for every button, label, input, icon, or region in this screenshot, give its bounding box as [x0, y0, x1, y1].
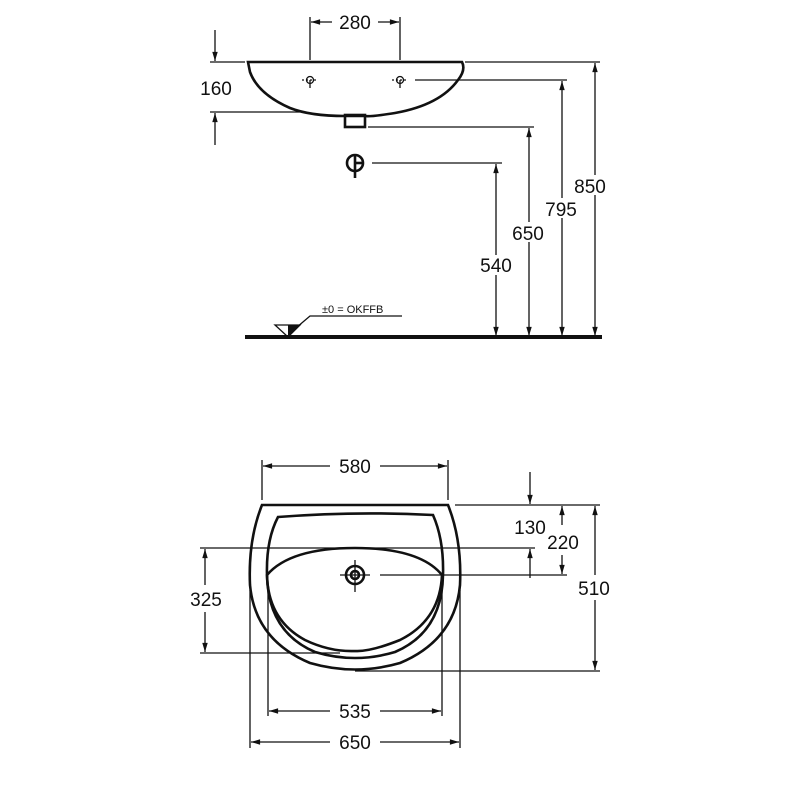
dim-label: 535 [339, 702, 371, 723]
dim-325: 325 [190, 549, 340, 654]
dim-label: 280 [339, 13, 371, 34]
side-view: 280 160 850 795 650 540 ±0 = OKFFB [200, 13, 606, 339]
top-view: 580 130 220 510 325 535 650 [190, 457, 610, 754]
dim-label: 130 [514, 518, 546, 539]
dim-580: 580 [261, 457, 449, 500]
dim-160: 160 [200, 30, 300, 145]
dim-650: 650 [368, 126, 544, 337]
dim-label: 850 [574, 177, 606, 198]
drain-symbol [340, 560, 370, 592]
floor-reference-marker: ±0 = OKFFB [273, 304, 402, 338]
drain-outlet [343, 113, 367, 129]
dim-label: 795 [545, 200, 577, 221]
dim-280: 280 [309, 13, 401, 60]
dim-540: 540 [372, 162, 512, 337]
dim-130: 130 [200, 472, 600, 578]
dim-label: 325 [190, 590, 222, 611]
dim-label: 540 [480, 256, 512, 277]
dim-label: 160 [200, 79, 232, 100]
dim-650-width: 650 [249, 590, 461, 754]
dim-label: 580 [339, 457, 371, 478]
dim-220: 220 [380, 506, 579, 576]
dim-label: 650 [339, 733, 371, 754]
dim-label: 650 [512, 224, 544, 245]
tap-hole-left [302, 75, 318, 88]
basin-side-profile [246, 60, 465, 118]
dim-535: 535 [267, 590, 443, 723]
dim-795: 795 [415, 79, 577, 337]
dim-label: 220 [547, 533, 579, 554]
basin-outline [248, 503, 462, 671]
dim-850: 850 [465, 61, 606, 337]
dim-label: 510 [578, 579, 610, 600]
tap-hole-right [392, 75, 408, 88]
dim-510: 510 [355, 506, 610, 672]
trap-symbol [345, 153, 365, 178]
floor-reference-label: ±0 = OKFFB [322, 304, 383, 316]
